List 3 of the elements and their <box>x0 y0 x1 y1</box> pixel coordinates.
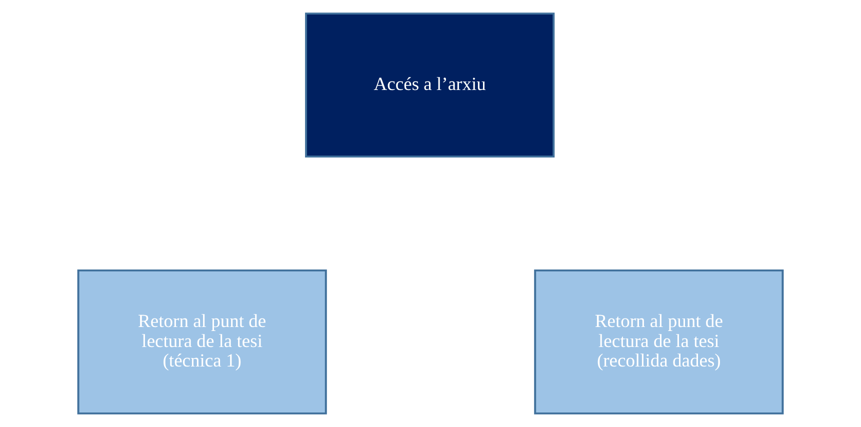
node-box: Retorn al punt de lectura de la tesi (recollida dades) <box>534 269 784 414</box>
node-box: Retorn al punt de lectura de la tesi (técnica 1) <box>77 269 327 414</box>
node-box: Accés a l’arxiu <box>305 12 555 158</box>
